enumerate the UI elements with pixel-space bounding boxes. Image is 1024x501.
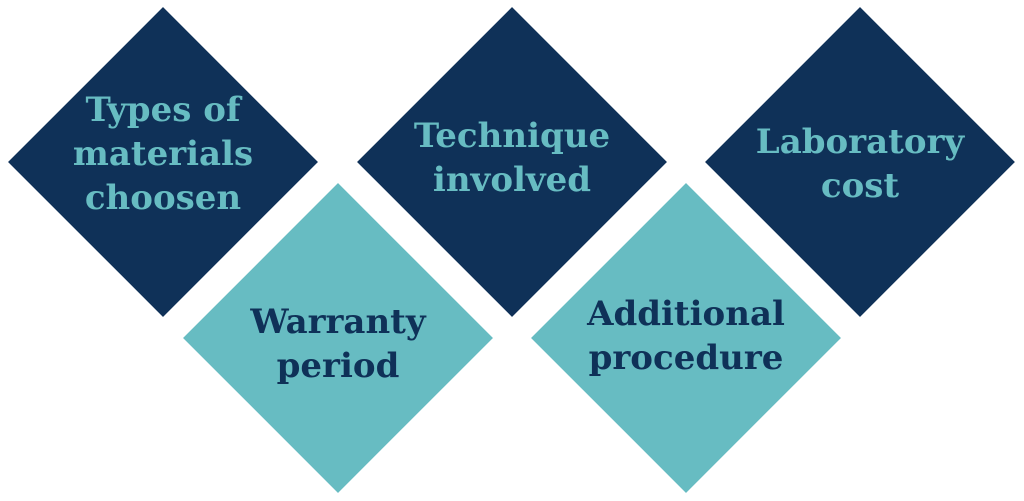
diamond-types-of-materials — [0, 0, 330, 329]
diamond-laboratory-cost — [693, 0, 1024, 329]
label-line: Technique — [414, 116, 610, 156]
diamond-additional-procedure — [519, 171, 853, 501]
diamond-technique-involved — [345, 0, 679, 329]
label-line: cost — [821, 166, 900, 206]
label-line: involved — [433, 160, 591, 200]
diamond-warranty-period — [171, 171, 505, 501]
label-line: Laboratory — [756, 122, 966, 162]
label-line: materials — [73, 134, 253, 174]
label-line: Additional — [586, 294, 785, 334]
label-line: choosen — [85, 178, 241, 218]
label-line: Types of — [85, 90, 242, 130]
label-line: Warranty — [249, 302, 427, 342]
label-line: procedure — [589, 338, 784, 378]
label-line: period — [277, 346, 400, 386]
